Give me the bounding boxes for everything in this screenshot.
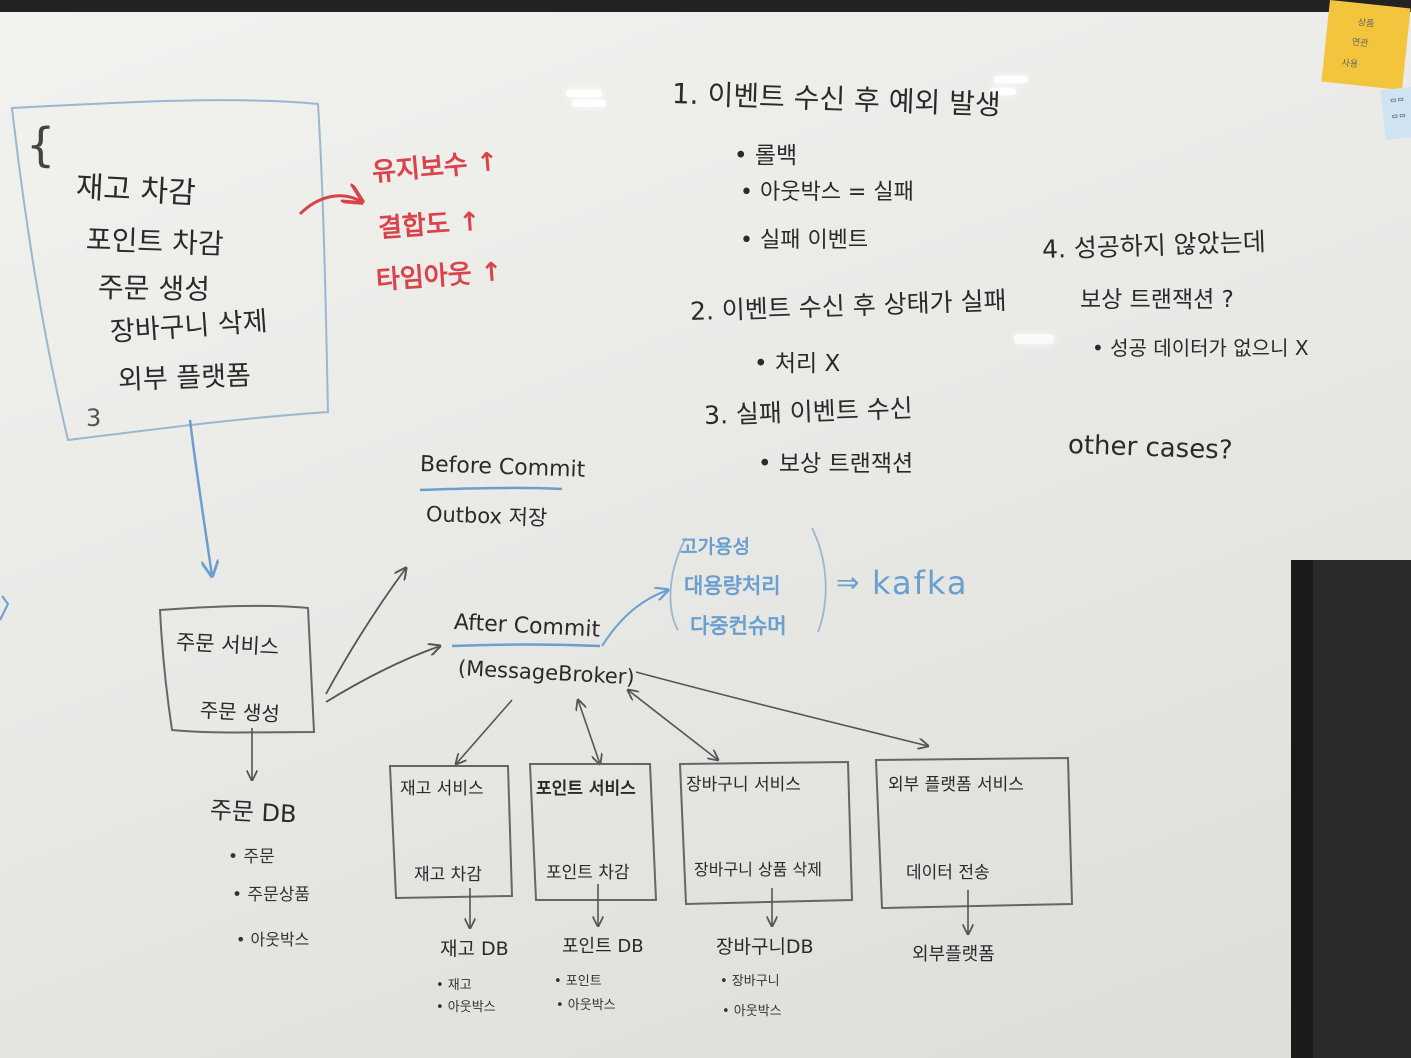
broker-to-point-arrow	[578, 700, 600, 764]
cart-db-label: 장바구니DB	[716, 936, 814, 958]
external-platform-label: 외부플랫폼	[912, 944, 995, 965]
broker-to-cart-arrow	[628, 690, 718, 760]
case-1-bullet: • 롤백	[734, 143, 798, 169]
point-db-table: • 아웃박스	[556, 998, 616, 1013]
step-item: 재고 차감	[74, 170, 197, 212]
other-cases-note: other cases?	[1067, 430, 1234, 466]
order-to-after-arrow	[325, 646, 440, 703]
step-item: 포인트 차감	[85, 223, 225, 261]
external-service-box	[874, 756, 1074, 910]
after-commit-underline	[451, 643, 601, 648]
external-service-title: 외부 플랫폼 서비스	[888, 775, 1024, 795]
steps-brace: {	[26, 118, 56, 172]
order-service-title: 주문 서비스	[175, 630, 280, 660]
case-1-bullet: • 실패 이벤트	[740, 228, 869, 253]
order-service-box	[158, 604, 316, 734]
inventory-service-action: 재고 차감	[414, 865, 482, 885]
before-commit-underline	[419, 486, 563, 492]
point-db-table: • 포인트	[554, 974, 602, 989]
cart-service-box	[678, 760, 854, 906]
light-reflection	[990, 88, 1016, 95]
cart-db-table: • 아웃박스	[722, 1004, 782, 1019]
board-frame-top	[0, 0, 1411, 12]
kafka-reason: 대용량처리	[684, 574, 781, 598]
double-arrow-icon: ⇒	[836, 566, 860, 599]
inventory-db-table: • 아웃박스	[436, 1000, 496, 1015]
kafka-reason: 다중컨슈머	[690, 614, 787, 638]
kafka-label: kafka	[872, 564, 969, 602]
steps-box-outline	[10, 99, 330, 442]
order-service-action: 주문 생성	[199, 698, 281, 727]
light-reflection	[1014, 334, 1054, 344]
light-reflection	[994, 76, 1028, 83]
point-service-box	[528, 763, 658, 901]
kafka-reasons-bracket-left	[669, 537, 687, 631]
up-arrow-icon: ↑	[475, 147, 500, 179]
inventory-db-table: • 재고	[436, 978, 472, 993]
case-2-bullet: • 처리 X	[754, 351, 841, 377]
steps-to-order-arrow	[188, 419, 212, 576]
step-item: 주문 생성	[97, 271, 211, 306]
concern-label: 결합도	[377, 209, 451, 244]
kafka-reason: 고가용성	[680, 536, 750, 558]
cart-db-table: • 장바구니	[720, 974, 780, 989]
case-3-title: 3. 실패 이벤트 수신	[703, 393, 914, 430]
external-service-action: 데이터 전송	[906, 863, 990, 883]
point-service-action: 포인트 차감	[546, 863, 630, 883]
steps-count: 3	[86, 404, 102, 432]
concern-item: 결합도 ↑	[377, 201, 482, 245]
order-db-table: • 주문상품	[232, 885, 310, 905]
kafka-reasons-bracket-right	[811, 527, 827, 633]
case-3-bullet: • 보상 트랜잭션	[758, 451, 914, 477]
after-to-kafka-arrow	[601, 590, 668, 647]
up-arrow-icon: ↑	[457, 206, 482, 239]
order-to-before-arrow	[325, 568, 406, 695]
case-4-bullet: • 성공 데이터가 없으니 X	[1092, 336, 1309, 360]
before-commit-note: Outbox 저장	[425, 502, 548, 531]
broker-to-inventory-arrow	[456, 699, 513, 764]
inventory-service-title: 재고 서비스	[400, 779, 484, 799]
inventory-service-box	[388, 765, 514, 900]
point-db-label: 포인트 DB	[562, 936, 644, 957]
edge-mark	[0, 595, 10, 621]
up-arrow-icon: ↑	[479, 257, 504, 289]
order-db-table: • 주문	[228, 847, 275, 867]
cart-service-title: 장바구니 서비스	[686, 775, 801, 795]
order-db-table: • 아웃박스	[236, 930, 310, 949]
light-reflection	[572, 100, 606, 107]
board-stand	[1291, 560, 1411, 1058]
point-service-title: 포인트 서비스	[536, 779, 636, 799]
case-1-bullet: • 아웃박스 = 실패	[740, 180, 914, 205]
concern-label: 타임아웃	[375, 259, 473, 296]
cart-service-action: 장바구니 상품 삭제	[694, 860, 822, 879]
broker-to-external-arrow	[635, 671, 928, 746]
inventory-db-label: 재고 DB	[440, 938, 509, 960]
case-4-subtitle: 보상 트랜잭션 ?	[1080, 287, 1234, 313]
step-item: 외부 플랫폼	[117, 360, 252, 396]
steps-to-concerns-arrow	[298, 196, 362, 216]
light-reflection	[566, 90, 602, 97]
order-db-label: 주문 DB	[209, 796, 298, 829]
